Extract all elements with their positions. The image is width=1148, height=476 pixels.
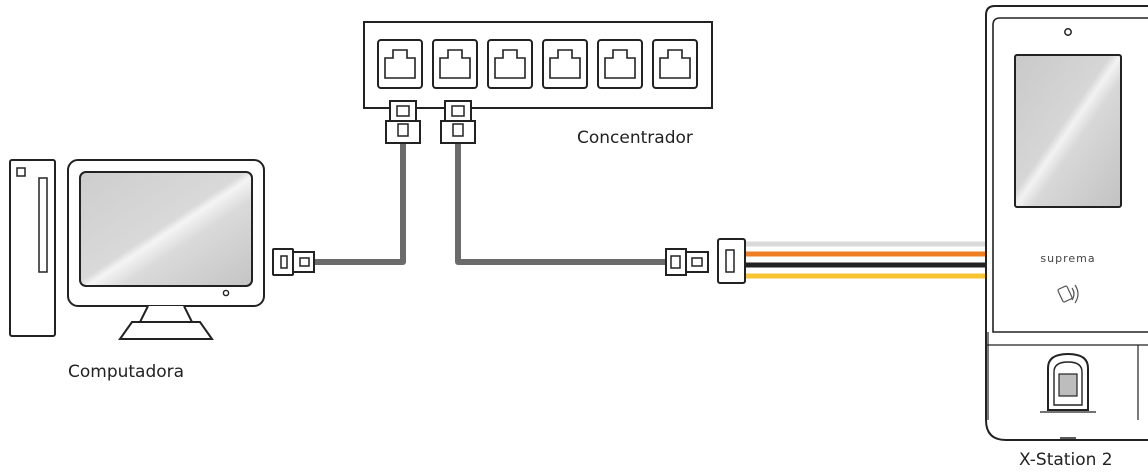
desktop-tower <box>9 159 56 337</box>
device-wires <box>745 241 990 279</box>
hub-port <box>542 39 588 89</box>
rfid-card-icon <box>1057 284 1079 304</box>
hub-port <box>652 39 698 89</box>
rj45-plug-icon <box>385 100 421 144</box>
monitor-icon <box>67 159 265 340</box>
rj45-plug-icon <box>440 100 476 144</box>
device-label: X-Station 2 <box>1019 450 1113 470</box>
wire-connector <box>717 238 746 284</box>
hub-port <box>487 39 533 89</box>
network-hub-icon <box>363 21 713 109</box>
brand-logo-text: suprema <box>1040 252 1095 265</box>
hub-port <box>432 39 478 89</box>
ethernet-cables <box>315 143 666 265</box>
hub-port <box>377 39 423 89</box>
hub-port <box>597 39 643 89</box>
fingerprint-sensor-icon <box>1040 352 1096 413</box>
access-control-device-icon: suprema <box>985 5 1148 441</box>
computer-label: Computadora <box>68 362 185 382</box>
rj45-plug-icon <box>272 248 315 276</box>
hub-label: Concentrador <box>577 128 693 148</box>
rj45-plug-icon <box>665 248 709 276</box>
